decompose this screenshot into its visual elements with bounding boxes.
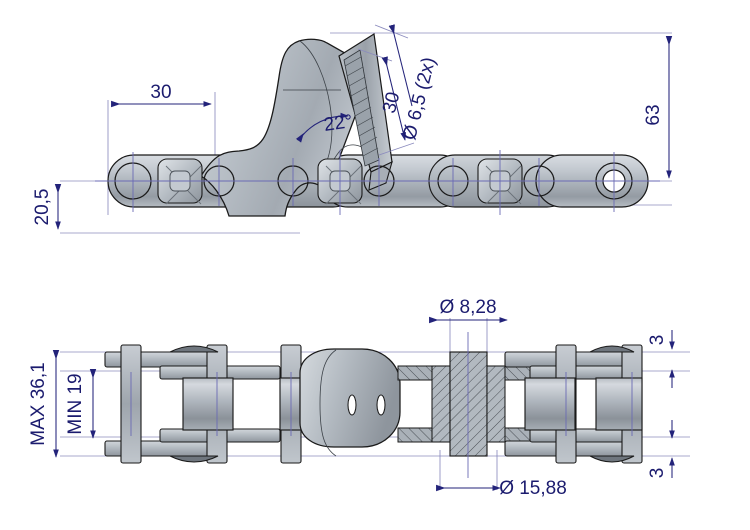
dimension-63-text: 63: [643, 104, 664, 125]
dimension-3-bottom: 3: [647, 420, 675, 479]
side-view: 30 20,5 22° 30 Ø 6,5 (2x) 63: [32, 24, 673, 234]
dimension-min-19: MIN 19: [65, 369, 97, 439]
dimension-roller-15-88-text: Ø 15,88: [499, 478, 567, 499]
section-bushing-left: [431, 365, 451, 443]
dimension-3-bottom-text: 3: [647, 468, 668, 479]
dimension-30-horizontal-text: 30: [150, 82, 171, 103]
rivet-dome-bottom-2: [589, 455, 635, 463]
flap-knurl-lines: [344, 56, 379, 157]
boss-hole-2: [376, 394, 386, 416]
rivet-dome-top-1: [169, 345, 219, 353]
dimension-3-top: 3: [647, 330, 675, 388]
dimension-3-top-text: 3: [647, 335, 668, 346]
chain-plan-left: [104, 344, 331, 464]
dimension-30-horizontal: 30: [111, 82, 212, 108]
dimension-30-angled-text: 30: [379, 90, 404, 116]
section-bushing-right: [486, 365, 506, 443]
dimension-pin-8-28-text: Ø 8,28: [439, 297, 496, 318]
dimension-30-angled: 30: [357, 48, 415, 156]
boss-highlight: [319, 349, 337, 457]
flap-tail: [368, 160, 393, 191]
rivet-dome-bottom-1: [169, 455, 219, 463]
dimension-20-5-text: 20,5: [32, 189, 53, 226]
plan-view: MAX 36,1 MIN 19 Ø 8,28 Ø 15,88 3 3: [28, 297, 690, 499]
boss-hole-1: [347, 394, 357, 416]
dimension-hole-6-5-text: Ø 6,5 (2x): [399, 55, 440, 142]
roller-3: [524, 377, 576, 431]
plan-view-centerlines: [130, 332, 633, 478]
dimension-22-degrees: 22°: [295, 111, 354, 143]
dimension-63: 63: [643, 36, 673, 179]
chain-plan-right: [504, 344, 643, 464]
dimension-pin-8-28: Ø 8,28: [429, 297, 508, 324]
dimension-20-5: 20,5: [32, 184, 62, 230]
bracket-inner-edge: [299, 40, 333, 172]
roller-4: [595, 377, 643, 431]
dimension-22-degrees-text: 22°: [323, 111, 354, 136]
dimension-max-36-1: MAX 36,1: [28, 350, 60, 458]
attachment-boss: [299, 348, 401, 457]
rivet-head-1: [157, 158, 203, 205]
sectioned-roller-assembly: [397, 351, 548, 457]
rivet-dome-top-2: [589, 345, 635, 353]
dimension-min-19-text: MIN 19: [65, 373, 86, 434]
side-view-centerlines: [95, 150, 660, 215]
section-roller-center: [449, 351, 488, 457]
dimension-max-36-1-text: MAX 36,1: [28, 362, 49, 445]
bracket-flap: [338, 32, 393, 191]
dimension-roller-15-88: Ø 15,88: [436, 478, 567, 499]
roller-1: [182, 377, 234, 431]
